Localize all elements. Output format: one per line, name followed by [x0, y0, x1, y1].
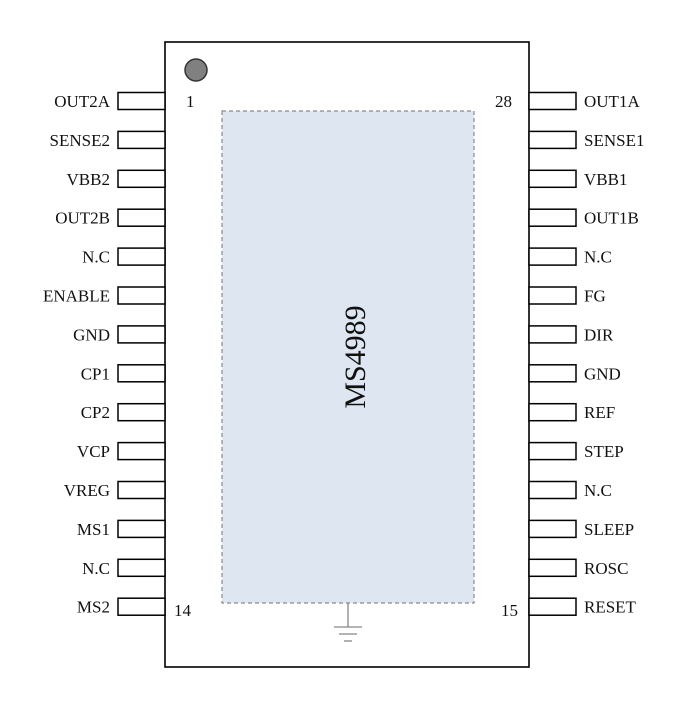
- pin-number-1: 1: [186, 92, 195, 111]
- pin-label: OUT1B: [584, 209, 639, 228]
- left-pin: GND: [73, 325, 166, 344]
- right-pin: VBB1: [528, 169, 627, 189]
- pin-number-28: 28: [495, 92, 512, 111]
- right-pin: OUT1B: [528, 208, 639, 228]
- pin-lead: [117, 364, 166, 383]
- pin-lead: [117, 558, 166, 578]
- pin-label: ROSC: [584, 559, 628, 578]
- pin-lead: [117, 597, 166, 616]
- pin-lead: [528, 441, 577, 461]
- left-pin: VBB2: [67, 169, 166, 189]
- left-pin: N.C: [82, 247, 166, 267]
- left-pin: VREG: [64, 480, 166, 500]
- pin-lead: [117, 441, 166, 461]
- left-pin: N.C: [82, 558, 166, 578]
- left-pin: ENABLE: [43, 286, 166, 306]
- pin-number-15: 15: [501, 601, 518, 620]
- pin-lead: [528, 480, 577, 500]
- pin-lead: [117, 247, 166, 266]
- pin-label: VBB2: [67, 170, 110, 189]
- pin-lead: [528, 558, 577, 578]
- pin-lead: [528, 597, 577, 616]
- right-pin: RESET: [528, 597, 637, 617]
- pin-lead: [528, 364, 577, 383]
- pin-lead: [528, 402, 577, 422]
- pin-label: ENABLE: [43, 287, 110, 306]
- pin-lead: [117, 519, 166, 539]
- left-pin: CP1: [81, 364, 166, 383]
- pin-lead: [117, 91, 166, 111]
- pin-label: GND: [73, 325, 110, 344]
- right-pin: N.C: [528, 480, 612, 500]
- right-pin: GND: [528, 364, 621, 383]
- right-pin: N.C: [528, 247, 612, 267]
- pin-lead: [117, 325, 166, 344]
- pin-label: CP2: [81, 403, 110, 422]
- pin-label: STEP: [584, 442, 624, 461]
- pin-label: VREG: [64, 481, 110, 500]
- pin-lead: [528, 247, 577, 266]
- right-pin: REF: [528, 402, 615, 422]
- pin-lead: [117, 402, 166, 422]
- chip-name: MS4989: [339, 305, 372, 408]
- pin-lead: [117, 286, 166, 305]
- ground-symbol-icon: [334, 603, 362, 642]
- pin-lead: [528, 91, 577, 111]
- pin-label: N.C: [82, 559, 110, 578]
- pin-label: N.C: [584, 248, 612, 267]
- pin-label: FG: [584, 287, 606, 306]
- pin-label: MS2: [77, 598, 110, 617]
- pin-label: RESET: [584, 598, 637, 617]
- pin-lead: [528, 286, 577, 305]
- pin-number-14: 14: [174, 601, 192, 620]
- pin-label: VCP: [77, 442, 110, 461]
- pin-lead: [117, 480, 166, 500]
- pin-label: MS1: [77, 520, 110, 539]
- pin-lead: [528, 169, 577, 189]
- pin-lead: [528, 208, 577, 227]
- right-pin: OUT1A: [528, 91, 640, 111]
- die-area: [221, 110, 475, 604]
- pin-label: SENSE2: [50, 131, 110, 150]
- right-pin: ROSC: [528, 558, 628, 578]
- left-pin: MS1: [77, 519, 166, 539]
- right-pin: DIR: [528, 325, 614, 344]
- pin-label: N.C: [82, 248, 110, 267]
- pin-label: N.C: [584, 481, 612, 500]
- left-pin: MS2: [77, 597, 166, 617]
- right-pin: FG: [528, 286, 606, 306]
- right-pin: SLEEP: [528, 519, 634, 539]
- pin-lead: [528, 130, 577, 150]
- pin-lead: [117, 130, 166, 150]
- left-pin: OUT2B: [55, 208, 166, 228]
- pin-label: OUT2A: [54, 92, 110, 111]
- pin-label: REF: [584, 403, 615, 422]
- pin-label: CP1: [81, 364, 110, 383]
- right-pin: STEP: [528, 441, 624, 461]
- pin-lead: [117, 208, 166, 227]
- pin-label: VBB1: [584, 170, 627, 189]
- pin-label: OUT1A: [584, 92, 640, 111]
- left-pin: SENSE2: [50, 130, 166, 150]
- pin1-marker-icon: [184, 58, 208, 82]
- left-pin: OUT2A: [54, 91, 166, 111]
- pin-label: DIR: [584, 325, 614, 344]
- pin-label: SENSE1: [584, 131, 644, 150]
- right-pin: SENSE1: [528, 130, 644, 150]
- pin-label: OUT2B: [55, 209, 110, 228]
- left-pin: CP2: [81, 402, 166, 422]
- pin-label: GND: [584, 364, 621, 383]
- left-pin: VCP: [77, 441, 166, 461]
- pin-label: SLEEP: [584, 520, 634, 539]
- pin-lead: [528, 325, 577, 344]
- pin-lead: [117, 169, 166, 189]
- pin-lead: [528, 519, 577, 539]
